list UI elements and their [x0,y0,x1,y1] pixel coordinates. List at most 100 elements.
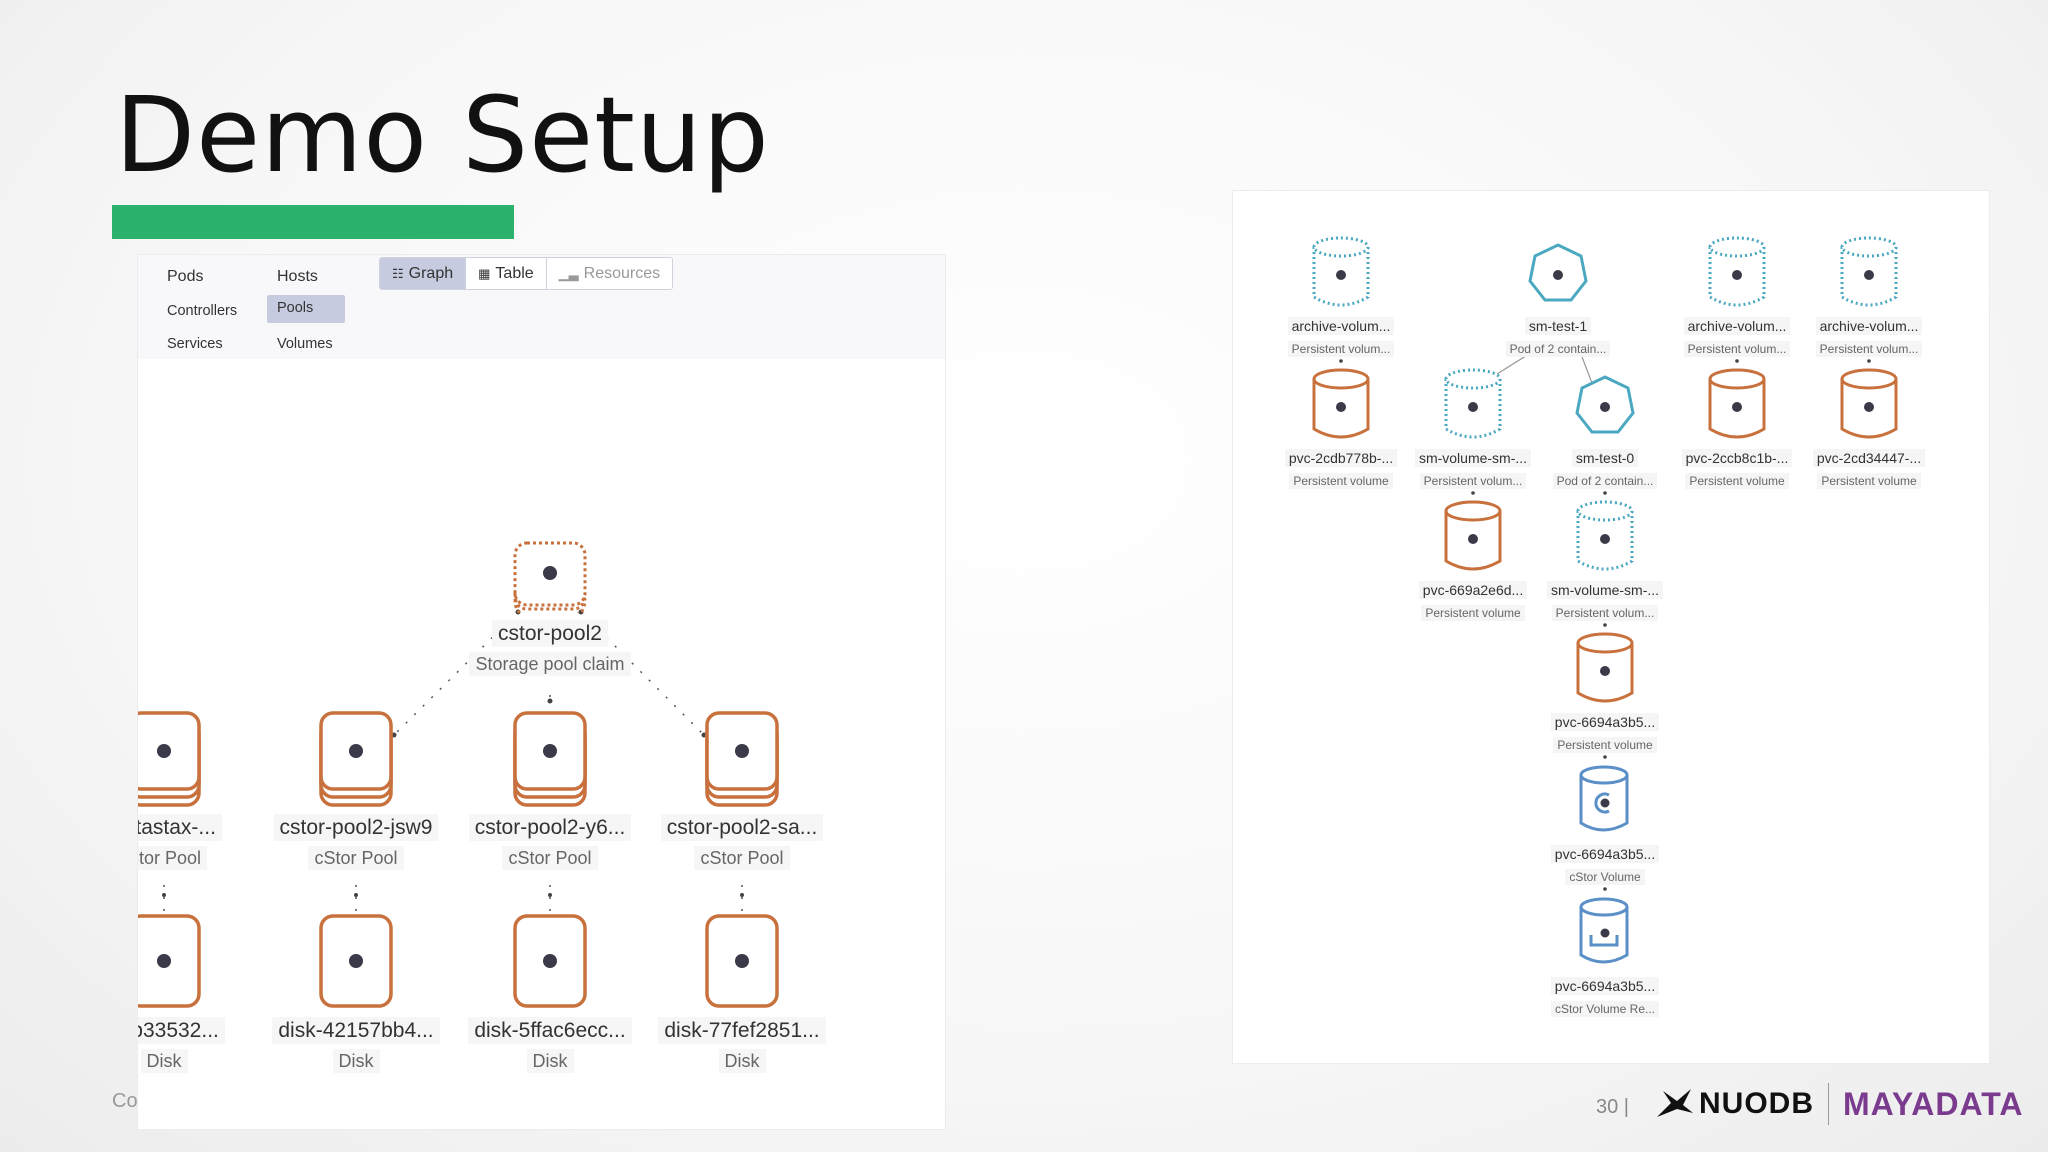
persistent-volume-node[interactable]: archive-volum... Persistent volum... [1281,233,1401,357]
nav-pods[interactable]: Pods [167,268,204,285]
pod-heptagon-icon [1528,243,1588,302]
nuodb-logo: NUODB [1655,1087,1814,1121]
storage-pool-claim-label: cstor-pool2 [455,620,645,647]
pv-type: Persistent volum... [1281,341,1401,357]
cstor-volume-icon [1579,765,1629,832]
edge-claim-to-pool-1 [393,611,519,736]
mayadata-logo: MAYADATA [1843,1085,2024,1122]
cstor-pool-node[interactable]: cstor-pool2-sa... cStor Pool [647,707,837,870]
cstor-pool-node[interactable]: cstor-pool2-jsw9 cStor Pool [261,707,451,870]
title-accent-bar [112,205,514,239]
persistent-volume-dotted-icon [1840,236,1898,307]
cstor-replica-node[interactable]: pvc-6694a3b5... cStor Volume Re... [1545,893,1665,1017]
pv-type: Persistent volume [1545,737,1665,753]
disk-node[interactable]: disk-5ffac6ecc... Disk [455,910,645,1073]
persistent-volume-node[interactable]: pvc-6694a3b5... Persistent volume [1545,629,1665,753]
storage-pool-claim-node[interactable]: cstor-pool2 Storage pool claim [455,513,645,676]
cstor-pool-node[interactable]: cstor-pool2-y6... cStor Pool [455,707,645,870]
pv-type: Persistent volum... [1545,605,1665,621]
cstor-pool-label: cstor-pool2-jsw9 [261,814,451,841]
cstor-pool-type: cStor Pool [455,846,645,870]
persistent-volume-node[interactable]: archive-volum... Persistent volum... [1677,233,1797,357]
table-view-button[interactable]: ▦ Table [466,258,547,289]
disk-type: Disk [647,1049,837,1073]
graph-view-button[interactable]: ☷ Graph [380,258,467,289]
pv-label: pvc-669a2e6d... [1413,581,1533,599]
pv-label: sm-volume-sm-... [1545,581,1665,599]
persistent-volume-icon [1576,632,1634,703]
pod-type: Pod of 2 contain... [1545,473,1665,489]
cstor-volume-type: cStor Volume [1545,869,1665,885]
cstor-pool-label: datastax-... [138,814,259,841]
disk-label: disk-5ffac6ecc... [455,1017,645,1044]
cstor-replica-type: cStor Volume Re... [1545,1001,1665,1017]
table-view-label: Table [495,264,534,282]
pv-label: pvc-6694a3b5... [1545,713,1665,731]
nav-volumes[interactable]: Volumes [277,336,333,352]
nav-hosts[interactable]: Hosts [277,268,318,285]
nav-pools[interactable]: Pools [267,295,345,323]
persistent-volume-node[interactable]: sm-volume-sm-... Persistent volum... [1545,497,1665,621]
disk-node[interactable]: 2cb33532... Disk [138,910,259,1073]
pv-type: Persistent volume [1809,473,1929,489]
resources-view-button[interactable]: ▁▃ Resources [546,258,673,289]
disk-type: Disk [138,1049,259,1073]
persistent-volume-icon [1708,368,1766,439]
persistent-volume-dotted-icon [1444,368,1502,439]
slide-title: Demo Setup [115,74,770,196]
cstor-pool-type: cStor Pool [647,846,837,870]
cstor-replica-icon [1579,897,1629,964]
cstor-volume-node[interactable]: pvc-6694a3b5... cStor Volume [1545,761,1665,885]
cstor-pool-icon [513,711,587,807]
pv-label: archive-volum... [1677,317,1797,335]
nav-services[interactable]: Services [167,336,223,352]
pv-type: Persistent volum... [1809,341,1929,357]
pv-label: sm-volume-sm-... [1413,449,1533,467]
disk-node[interactable]: disk-42157bb4... Disk [261,910,451,1073]
pv-type: Persistent volume [1281,473,1401,489]
storage-pool-claim-icon [513,541,587,617]
disk-icon [319,914,393,1008]
pv-label: pvc-2cd34447-... [1809,449,1929,467]
persistent-volume-node[interactable]: pvc-2ccb8c1b-... Persistent volume [1677,365,1797,489]
persistent-volume-node[interactable]: pvc-669a2e6d... Persistent volume [1413,497,1533,621]
pod-label: sm-test-0 [1545,449,1665,467]
persistent-volume-node[interactable]: pvc-2cd34447-... Persistent volume [1809,365,1929,489]
persistent-volume-dotted-icon [1312,236,1370,307]
pv-label: pvc-2ccb8c1b-... [1677,449,1797,467]
pod-heptagon-icon [1575,375,1635,434]
cstor-pool-label: cstor-pool2-y6... [455,814,645,841]
pv-type: Persistent volum... [1677,341,1797,357]
persistent-volume-node[interactable]: sm-volume-sm-... Persistent volum... [1413,365,1533,489]
disk-label: 2cb33532... [138,1017,259,1044]
pv-type: Persistent volum... [1413,473,1533,489]
disk-label: disk-77fef2851... [647,1017,837,1044]
persistent-volume-node[interactable]: pvc-2cdb778b-... Persistent volume [1281,365,1401,489]
disk-node[interactable]: disk-77fef2851... Disk [647,910,837,1073]
view-toggle: ☷ Graph ▦ Table ▁▃ Resources [379,257,674,290]
pv-type: Persistent volume [1677,473,1797,489]
cstor-pool-node[interactable]: datastax-... Stor Pool [138,707,259,870]
nav-controllers[interactable]: Controllers [167,303,238,319]
persistent-volume-icon [1444,500,1502,571]
table-icon: ▦ [478,265,491,281]
storage-pool-claim-type: Storage pool claim [455,652,645,676]
volume-graph-panel: archive-volum... Persistent volum... sm-… [1232,190,1990,1064]
persistent-volume-dotted-icon [1576,500,1634,571]
persistent-volume-icon [1312,368,1370,439]
pod-node[interactable]: sm-test-1 Pod of 2 contain... [1498,233,1618,357]
pv-label: archive-volum... [1281,317,1401,335]
pod-label: sm-test-1 [1498,317,1618,335]
bird-icon [1657,1089,1693,1117]
page-number: 30 | [1596,1096,1629,1118]
persistent-volume-icon [1840,368,1898,439]
resources-view-label: Resources [583,264,661,282]
logo-separator [1828,1083,1829,1125]
cstor-pool-icon [138,711,201,807]
cstor-volume-label: pvc-6694a3b5... [1545,845,1665,863]
persistent-volume-node[interactable]: archive-volum... Persistent volum... [1809,233,1929,357]
pod-node[interactable]: sm-test-0 Pod of 2 contain... [1545,365,1665,489]
disk-type: Disk [261,1049,451,1073]
cstor-pool-type: cStor Pool [261,846,451,870]
disk-icon [705,914,779,1008]
